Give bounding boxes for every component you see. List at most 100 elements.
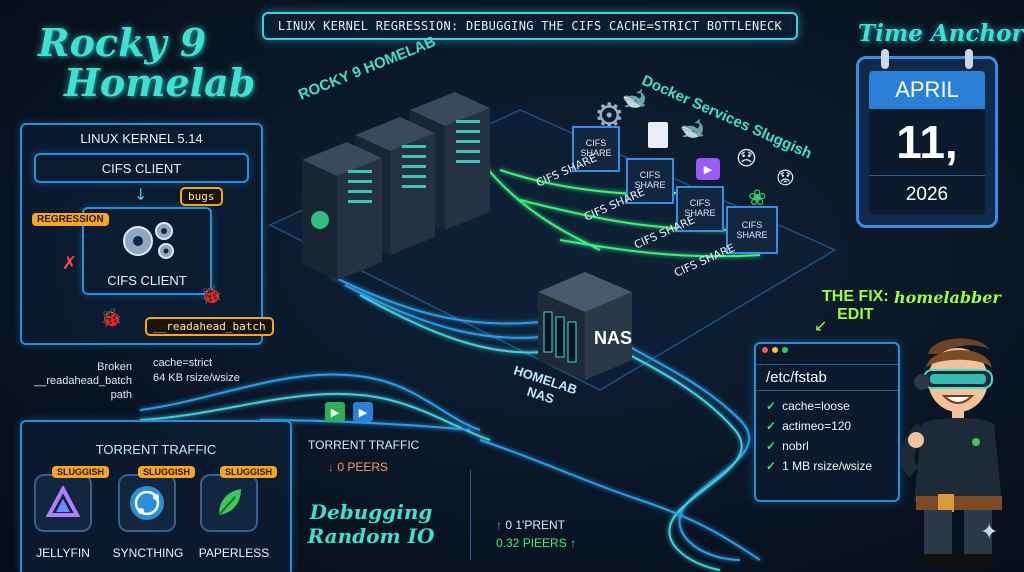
docker-whale-icon: 🐋 (622, 86, 647, 110)
nas-label: NAS (594, 328, 633, 348)
calendar-year: 2026 (869, 175, 985, 214)
check-icon: ✓ (766, 419, 777, 433)
terminal-titlebar (756, 344, 898, 365)
brand-line-1: Rocky 9 (38, 20, 207, 65)
sluggish-badge: SLUGGISH (138, 466, 196, 478)
check-icon: ✓ (766, 399, 777, 413)
torrent-flow-icons: ▶ ▶ (325, 402, 373, 422)
broken-note-line-1: Broken (97, 361, 132, 373)
syncthing-icon (118, 474, 176, 532)
server-racks (302, 92, 490, 280)
broken-note-line-2: __readahead_batch (34, 375, 132, 387)
app-paperless-label: PAPERLESS (198, 546, 270, 560)
cifs-client-inner-box: CIFS CLIENT (82, 207, 212, 295)
share-box-label: CIFS SHARE (684, 198, 716, 218)
window-dot-icon (782, 347, 788, 353)
app-syncthing-label: SYNCTHING (112, 546, 184, 560)
fix-title: THE FIX: EDIT (822, 288, 889, 324)
time-anchor-title: Time Anchor (858, 20, 1024, 47)
fstab-option: ✓cache=loose (766, 399, 850, 413)
brand-line-2: Homelab (64, 60, 256, 105)
calendar-ring-icon (965, 49, 973, 69)
share-box: CIFS SHARE (726, 206, 778, 254)
calendar: APRIL 11, 2026 (856, 49, 998, 228)
readahead-tag: __readahead_batch (145, 317, 274, 336)
fix-user: homelabber (894, 288, 1001, 307)
check-icon: ✓ (766, 459, 777, 473)
calendar-month: APRIL (869, 71, 985, 109)
arrow-icon: ↙ (814, 316, 828, 335)
torrent-panel-title: TORRENT TRAFFIC (95, 442, 217, 457)
cache-note-line-2: 64 KB rsize/wsize (153, 372, 240, 384)
fstab-terminal[interactable]: /etc/fstab ✓cache=loose ✓actimeo=120 ✓no… (754, 342, 900, 502)
fstab-filename: /etc/fstab (756, 365, 898, 391)
fstab-option: ✓1 MB rsize/wsize (766, 459, 873, 473)
homelabber-character (900, 338, 1002, 566)
stats-readout: ↑ 0 1'PRENT 0.32 PIEERS ↑ (496, 516, 576, 552)
cifs-client-inner-label: CIFS CLIENT (107, 273, 187, 288)
sad-face-icon: 😟 (776, 168, 795, 189)
peers-value: 0 PEERS (337, 460, 389, 474)
debug-caption-line-1: Debugging (309, 500, 433, 524)
brand-title: Rocky 9 Homelab (38, 24, 255, 102)
paperless-icon (200, 474, 258, 532)
broken-note-line-3: path (110, 389, 132, 401)
calendar-ring-icon (881, 49, 889, 69)
stats-line-2: 0.32 PIEERS (496, 536, 567, 550)
video-icon: ▶ (696, 158, 720, 180)
fix-title-line-1: THE FIX: (822, 288, 889, 305)
cifs-client-top-label: CIFS CLIENT (101, 160, 182, 176)
gears-icon (123, 222, 174, 259)
cache-note-line-1: cache=strict (153, 357, 212, 369)
play-icon: ▶ (325, 402, 345, 422)
app-jellyfin: SLUGGISH JELLYFIN (34, 466, 110, 560)
stats-line-1: 0 1'PRENT (505, 518, 565, 532)
regression-tag: REGRESSION (32, 213, 109, 226)
fix-title-line-2: EDIT (837, 306, 874, 323)
window-dot-icon (762, 347, 768, 353)
docker-whale-icon: 🐋 (680, 116, 705, 140)
sluggish-badge: SLUGGISH (52, 466, 110, 478)
app-syncthing: SLUGGISH SYNCTHING (113, 466, 196, 560)
kernel-panel: LINUX KERNEL 5.14 CIFS CLIENT ↓ CIFS CLI… (20, 123, 274, 345)
sluggish-badge: SLUGGISH (220, 466, 278, 478)
window-dot-icon (772, 347, 778, 353)
share-box: CIFS SHARE (572, 126, 620, 172)
nas-device (538, 272, 632, 380)
torrent-flow-label: TORRENT TRAFFIC (308, 438, 420, 452)
app-paperless: SLUGGISH PAPERLESS (199, 466, 278, 560)
sad-face-icon: 😞 (736, 146, 757, 170)
play-icon: ▶ (353, 402, 373, 422)
document-icon (648, 122, 668, 148)
share-box-label: CIFS SHARE (580, 138, 612, 158)
debug-caption-line-2: Random IO (307, 524, 435, 548)
debug-caption: Debugging Random IO (306, 500, 436, 548)
cifs-client-top-box: CIFS CLIENT (34, 153, 249, 183)
share-box-label: CIFS SHARE (634, 170, 666, 190)
broken-note: Broken __readahead_batch path (8, 360, 132, 402)
share-box: CIFS SHARE (626, 158, 674, 204)
kernel-title: LINUX KERNEL 5.14 (80, 131, 203, 146)
bug-icon: 🐞 (100, 308, 123, 329)
sparkle-icon: ✦ (980, 520, 999, 545)
fstab-option: ✓nobrl (766, 439, 809, 453)
bugs-tag: bugs (180, 187, 223, 206)
fstab-option: ✓actimeo=120 (766, 419, 852, 433)
calendar-day: 11, (869, 109, 985, 175)
bug-icon: 🐞 (200, 285, 223, 306)
share-box-label: CIFS SHARE (736, 220, 768, 240)
cache-note: cache=strict 64 KB rsize/wsize (153, 356, 240, 386)
error-x-icon: ✗ (62, 253, 78, 274)
share-box: CIFS SHARE (676, 186, 724, 232)
check-icon: ✓ (766, 439, 777, 453)
page-title: LINUX KERNEL REGRESSION: DEBUGGING THE C… (262, 12, 798, 40)
leaf-icon: ❀ (748, 186, 767, 211)
divider (470, 470, 471, 560)
app-jellyfin-label: JELLYFIN (36, 546, 90, 560)
arrow-down-icon: ↓ (328, 460, 334, 474)
peers-label: ↓ 0 PEERS (328, 460, 388, 474)
arrow-up-icon: ↑ (570, 536, 577, 550)
arrow-up-icon: ↑ (496, 518, 502, 532)
jellyfin-icon (34, 474, 92, 532)
arrow-down-icon: ↓ (134, 185, 148, 204)
